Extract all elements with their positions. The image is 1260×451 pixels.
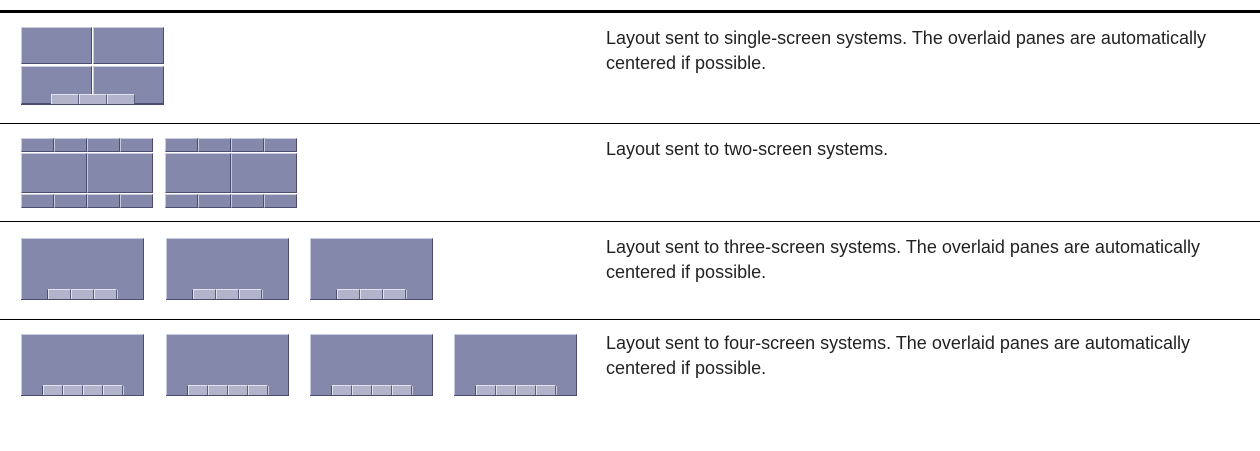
single-screen-layout-icon [21, 27, 164, 105]
row-description: Layout sent to single-screen systems. Th… [606, 28, 1206, 73]
three-screen-layout-icon [21, 238, 433, 300]
row-description: Layout sent to four-screen systems. The … [606, 333, 1190, 378]
table-row: Layout sent to two-screen systems. [0, 124, 1260, 208]
table-row: Layout sent to four-screen systems. The … [0, 320, 1260, 430]
row-divider [0, 123, 1260, 124]
two-screen-layout-icon [21, 138, 297, 210]
table-row: Layout sent to three-screen systems. The… [0, 222, 1260, 322]
table-row: Layout sent to single-screen systems. Th… [0, 13, 1260, 123]
row-description: Layout sent to three-screen systems. The… [606, 237, 1200, 282]
table-top-rule [0, 10, 1260, 13]
row-description: Layout sent to two-screen systems. [606, 139, 889, 159]
four-screen-layout-icon [21, 334, 577, 396]
row-divider [0, 319, 1260, 320]
row-divider [0, 221, 1260, 222]
